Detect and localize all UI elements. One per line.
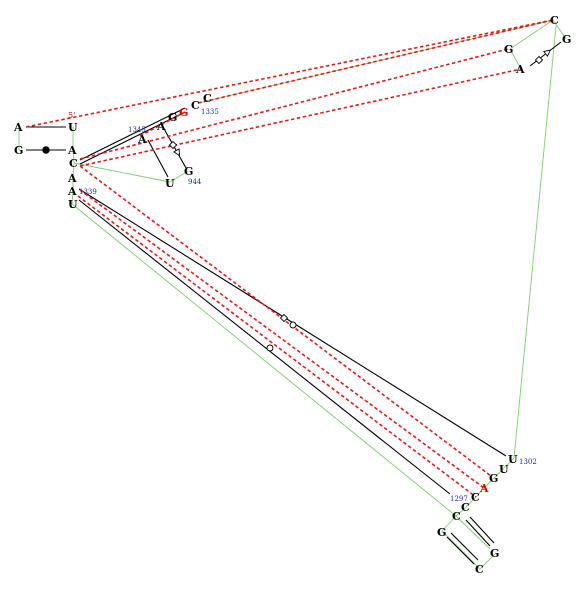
nucleotide: C [461,501,470,514]
residue-numbers: 1335 1345 944 1339 1302 1297 [79,108,537,503]
backbone-lines [18,19,567,570]
nucleotide-highlighted: G [179,106,188,119]
residue-number: 1335 [201,108,219,116]
residue-number: 1302 [519,458,537,466]
nucleotide: C [471,491,480,504]
nucleotide: G [490,547,499,560]
nucleotide: C [550,14,559,27]
nucleotide: C [475,563,484,576]
residue-number: 944 [188,178,202,186]
open-square-symbol [279,313,289,323]
residue-number: 1339 [79,188,97,196]
nucleotide: U [508,453,518,466]
nucleotide: C [191,99,200,112]
nucleotide: U [499,463,509,476]
nucleotide: G [168,111,177,124]
nucleotide: A [67,185,77,198]
nucleotide: U [68,121,78,134]
nucleotide: U [165,177,175,190]
nucleotide: A [137,133,147,146]
five-prime-label: 5' [68,111,75,120]
nucleotide: A [13,121,23,134]
nucleotide: A [67,144,77,157]
nucleotide: A [156,120,166,133]
nucleotide: A [67,172,77,185]
open-triangle-symbol [173,148,181,157]
nucleotide: G [489,472,498,485]
nucleotide: C [203,92,212,105]
nucleotide: C [69,157,78,170]
tertiary-interaction-lines [25,19,554,498]
nucleotide-highlighted: A [479,482,489,495]
nucleotide: G [562,33,571,46]
nucleotide: G [14,144,23,157]
open-triangle-symbol [542,49,552,58]
nucleotide-labels: A U G A C A A U G C C G A A U G C G G A … [13,14,571,576]
filled-circle-symbol [42,146,50,154]
nucleotide: G [504,43,513,56]
open-circle-symbol [266,344,274,352]
nucleotide: G [437,526,446,539]
nucleotide: C [452,510,461,523]
nucleotide: A [515,63,525,76]
open-square-symbol [534,55,544,65]
residue-number: 1345 [128,126,146,134]
open-circle-symbol [289,321,297,329]
residue-number: 1297 [450,495,468,503]
pair-symbols [42,49,552,352]
nucleotide: U [68,198,78,211]
open-square-symbol [168,140,178,150]
nucleotide: G [184,165,193,178]
